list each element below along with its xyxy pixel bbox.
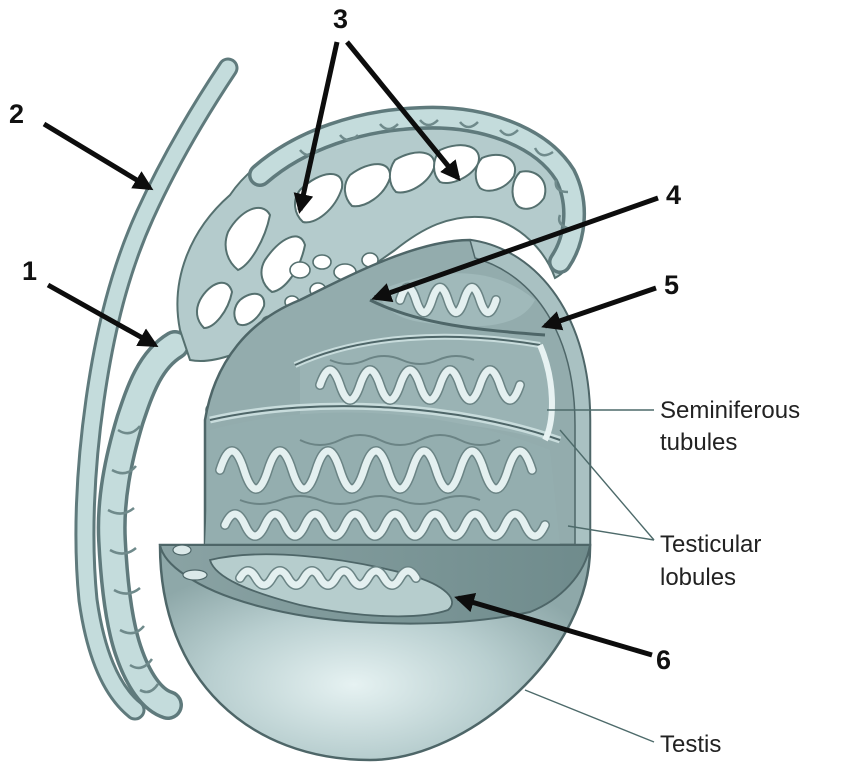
text-labels: Seminiferous tubules Testicular lobules … bbox=[660, 397, 800, 758]
label-lobules: lobules bbox=[660, 564, 736, 591]
label-testicular: Testicular bbox=[660, 531, 761, 558]
number-5: 5 bbox=[664, 270, 679, 300]
number-2: 2 bbox=[9, 99, 24, 129]
arrow-2 bbox=[44, 124, 150, 188]
epididymis bbox=[108, 345, 175, 705]
label-testis: Testis bbox=[660, 731, 721, 758]
testis-lower bbox=[160, 545, 590, 760]
number-1: 1 bbox=[22, 256, 37, 286]
number-3: 3 bbox=[333, 4, 348, 34]
number-6: 6 bbox=[656, 645, 671, 675]
label-tubules: tubules bbox=[660, 429, 737, 456]
label-seminiferous: Seminiferous bbox=[660, 397, 800, 424]
number-4: 4 bbox=[666, 180, 681, 210]
